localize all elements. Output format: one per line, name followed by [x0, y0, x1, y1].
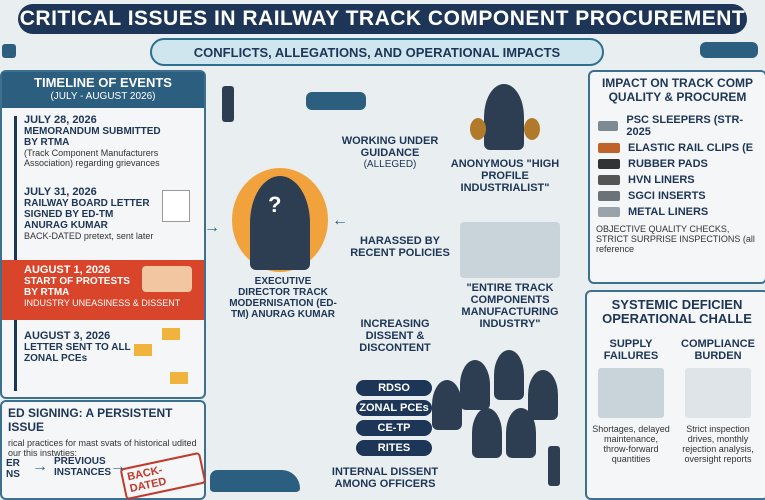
timeline-event-protest: AUGUST 1, 2026 START OF PROTESTS BY RTMA… [2, 260, 204, 320]
sleeper-icon [598, 121, 619, 131]
envelope-icon [134, 344, 152, 356]
document-icon [162, 190, 190, 222]
page-subtitle: CONFLICTS, ALLEGATIONS, AND OPERATIONAL … [150, 38, 604, 66]
paperwork-icon [685, 368, 751, 418]
signal-icon [548, 446, 560, 486]
timeline-panel: TIMELINE OF EVENTS (JULY - AUGUST 2026) … [0, 70, 206, 399]
backdated-stamp: BACK-DATED [119, 451, 207, 500]
backdated-panel: ED SIGNING: A PERSISTENT ISSUE rical pra… [0, 400, 207, 500]
timeline-heading: TIMELINE OF EVENTS (JULY - AUGUST 2026) [2, 72, 204, 108]
envelope-icon [162, 328, 180, 340]
officers-group-icon [432, 350, 562, 460]
arrow-right-icon: → [32, 458, 48, 475]
timeline-event: JULY 28, 2026 MEMORANDUM SUBMITTED BY RT… [24, 114, 161, 168]
clip-icon [598, 143, 620, 153]
page-title: CRITICAL ISSUES IN RAILWAY TRACK COMPONE… [18, 4, 747, 34]
component-item: RUBBER PADS [598, 158, 757, 170]
timeline-event: JULY 31, 2026 RAILWAY BOARD LETTER SIGNE… [24, 186, 154, 241]
metal-liner-icon [598, 207, 620, 217]
train-icon [306, 92, 366, 110]
timeline-event: AUGUST 3, 2026 LETTER SENT TO ALL ZONAL … [24, 330, 131, 364]
liner-icon [598, 175, 620, 185]
component-item: METAL LINERS [598, 206, 757, 218]
signal-icon [222, 86, 234, 122]
internal-dissent-label: INTERNAL DISSENT AMONG OFFICERS [331, 466, 439, 490]
industry-label: "ENTIRE TRACK COMPONENTS MANUFACTURING I… [461, 282, 559, 330]
org-pill: CE-TP [356, 420, 432, 436]
industrialist-label: ANONYMOUS "HIGH PROFILE INDUSTRIALIST" [450, 158, 560, 194]
org-list: RDSO ZONAL PCEs CE-TP RITES [356, 380, 432, 456]
question-icon: ? [268, 192, 282, 217]
org-pill: ZONAL PCEs [356, 400, 432, 416]
train-icon [210, 470, 300, 492]
arrow-right-icon: → [110, 458, 126, 475]
guidance-label: WORKING UNDER GUIDANCE (ALLEGED) [341, 135, 439, 170]
protest-icon [142, 266, 192, 292]
industrialist-icon [470, 78, 540, 156]
impact-panel: IMPACT ON TRACK COMP QUALITY & PROCUREM … [588, 70, 765, 284]
impact-note: OBJECTIVE QUALITY CHECKS, STRICT SURPRIS… [596, 224, 755, 254]
train-icon-left [2, 44, 16, 58]
component-item: PSC SLEEPERS (STR-2025 [598, 114, 757, 138]
backdated-heading: ED SIGNING: A PERSISTENT ISSUE [8, 406, 173, 434]
pad-icon [598, 159, 620, 169]
impact-heading: IMPACT ON TRACK COMP QUALITY & PROCUREM [601, 76, 754, 104]
org-pill: RDSO [356, 380, 432, 396]
official-label: EXECUTIVE DIRECTOR TRACK MODERNISATION (… [229, 276, 337, 320]
component-item: HVN LINERS [598, 174, 757, 186]
systemic-panel: SYSTEMIC DEFICIEN OPERATIONAL CHALLE SUP… [585, 290, 765, 500]
timeline-line [14, 116, 17, 391]
arrow-left-icon: → [204, 219, 220, 236]
component-item: SGCI INSERTS [598, 190, 757, 202]
org-pill: RITES [356, 440, 432, 456]
supply-section: SUPPLY FAILURES Shortages, delayed maint… [592, 338, 670, 464]
envelope-icon [170, 372, 188, 384]
dissent-label: INCREASING DISSENT & DISCONTENT [359, 318, 431, 354]
official-figure [250, 176, 310, 270]
arrow-left-icon: ← [332, 212, 348, 229]
train-icon-right [700, 42, 758, 58]
factory-icon [460, 222, 560, 278]
compliance-section: COMPLIANCE BURDEN Strict inspection driv… [681, 338, 755, 464]
component-item: ELASTIC RAIL CLIPS (E [598, 142, 757, 154]
insert-icon [598, 191, 620, 201]
warehouse-icon [598, 368, 664, 418]
harassed-label: HARASSED BY RECENT POLICIES [350, 235, 450, 259]
systemic-heading: SYSTEMIC DEFICIEN OPERATIONAL CHALLE [602, 297, 752, 326]
